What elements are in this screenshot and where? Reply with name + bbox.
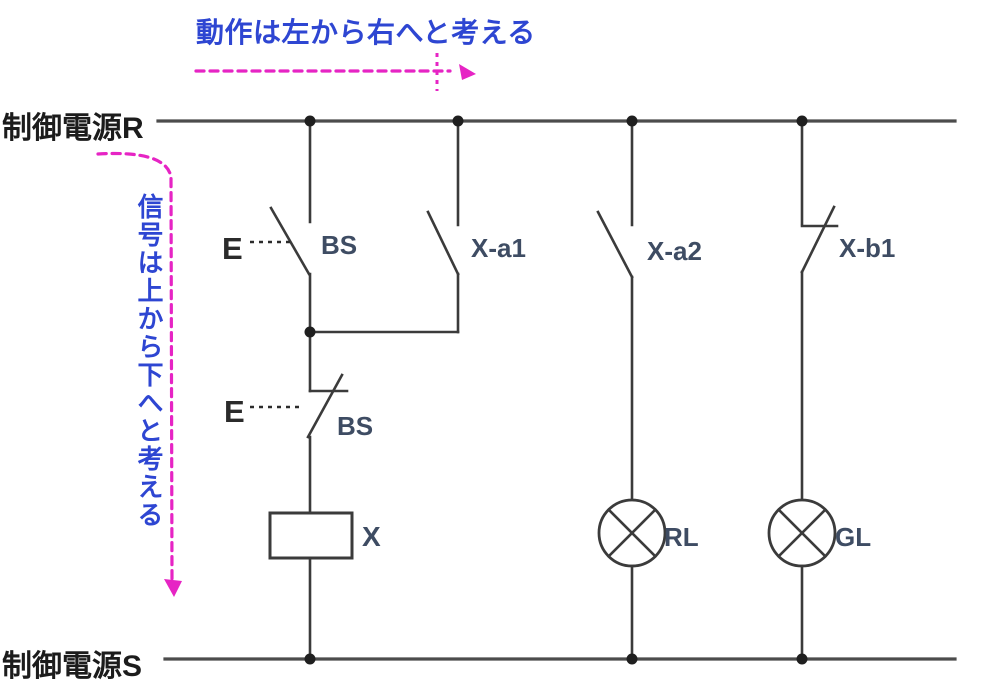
junction-dots — [304, 115, 808, 665]
branch-xa1 — [308, 119, 460, 334]
junction-dot — [796, 115, 808, 127]
bs2-label: BS — [337, 411, 373, 441]
lamp-rl-label: RL — [664, 522, 699, 552]
flow-note-vertical: 信号は上から下へと考える — [134, 193, 164, 529]
junction-dot — [626, 653, 638, 665]
flow-note-horizontal: 動作は左から右へと考える — [196, 17, 536, 48]
junction-dot — [304, 326, 316, 338]
xa1-label: X-a1 — [471, 233, 526, 263]
lamp-rl-cross — [606, 507, 658, 559]
lamp-gl-label: GL — [835, 522, 871, 552]
junction-dot — [304, 653, 316, 665]
xb1-label: X-b1 — [839, 233, 895, 263]
xa2-label: X-a2 — [647, 236, 702, 266]
branch-xa2-rl — [596, 119, 667, 661]
flow-down-arrow-head — [164, 579, 182, 597]
flow-down-arrow-line — [96, 151, 174, 583]
coil-label: X — [362, 521, 381, 552]
flow-guides — [96, 53, 476, 597]
bs1-actuator-label: E — [222, 231, 243, 266]
branch-bs-coil — [250, 119, 354, 661]
bs2-nc-contact-blade — [306, 373, 344, 439]
relay-coil-x — [268, 511, 354, 560]
branch-xb1-gl — [767, 119, 839, 661]
bottom-rail-label: 制御電源S — [2, 650, 143, 683]
junction-dot — [796, 653, 808, 665]
junction-dot — [304, 115, 316, 127]
xa2-no-contact-blade — [596, 210, 634, 279]
lamp-gl-cross — [776, 507, 828, 559]
bs2-actuator-label: E — [224, 394, 245, 429]
flow-right-arrow-head — [459, 64, 476, 80]
junction-dot — [452, 115, 464, 127]
top-rail-label: 制御電源R — [2, 112, 144, 145]
xa1-no-contact-blade — [426, 210, 460, 276]
junction-dot — [626, 115, 638, 127]
bs1-label: BS — [321, 230, 357, 260]
xb1-nc-contact-blade — [800, 205, 836, 274]
